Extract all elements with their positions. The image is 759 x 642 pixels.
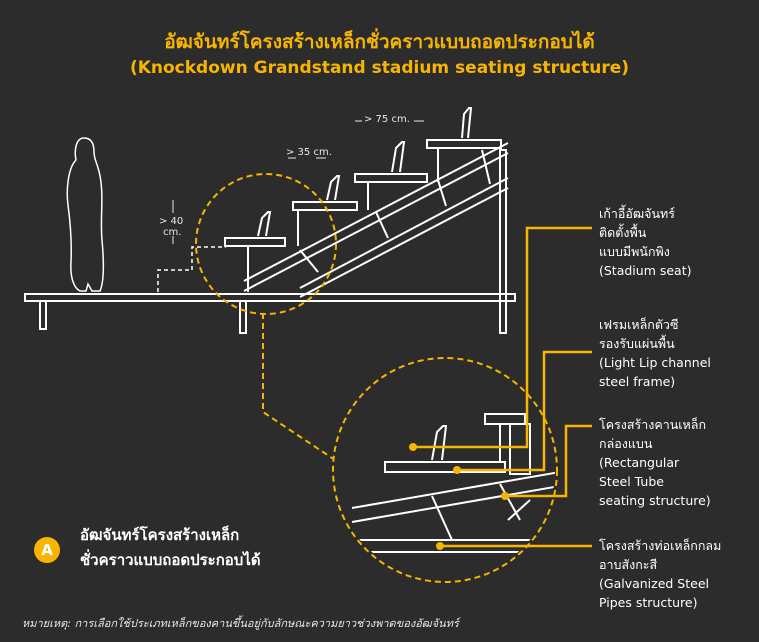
section-badge: A — [34, 537, 60, 563]
footnote: หมายเหตุ: การเลือกใช้ประเภทเหล็กของคานขึ… — [22, 617, 459, 630]
label-galvanized-pipes: โครงสร้างท่อเหล็กกลม อาบสังกะสี (Galvani… — [599, 538, 722, 610]
dimension-40-value: > 40 — [159, 216, 184, 227]
ground-platform — [24, 149, 516, 334]
person-silhouette — [66, 137, 105, 292]
truss-structure — [243, 142, 509, 298]
stadium-seats — [257, 107, 473, 237]
leader-dots — [409, 443, 509, 550]
label-stadium-seat: เก้าอี้อัฒจันทร์ ติดตั้งพื้น แบบมีพนักพิ… — [599, 206, 692, 278]
label-channel-frame: เฟรมเหล็กตัวซี รองรับแผ่นพื้น (Light Lip… — [599, 317, 711, 389]
tier-boards — [224, 139, 502, 247]
dimension-40-unit: cm. — [163, 227, 182, 238]
detail-connector — [262, 313, 351, 471]
stair-outline-dashed — [157, 246, 226, 292]
section-title: อัฒจันทร์โครงสร้างเหล็ก ชั่วคราวแบบถอดปร… — [80, 526, 261, 569]
label-rectangular-tube: โครงสร้างคานเหล็ก กล่องแบน (Rectangular … — [599, 417, 711, 508]
leader-lines — [413, 226, 592, 548]
dimension-75: > 75 cm. — [364, 114, 410, 125]
title-thai: อัฒจันทร์โครงสร้างเหล็กชั่วคราวแบบถอดประ… — [164, 31, 595, 53]
dimension-35: > 35 cm. — [286, 147, 332, 158]
detail-circle-top — [195, 173, 337, 315]
title-english: (Knockdown Grandstand stadium seating st… — [129, 58, 630, 78]
dimension-arrows — [172, 120, 424, 244]
